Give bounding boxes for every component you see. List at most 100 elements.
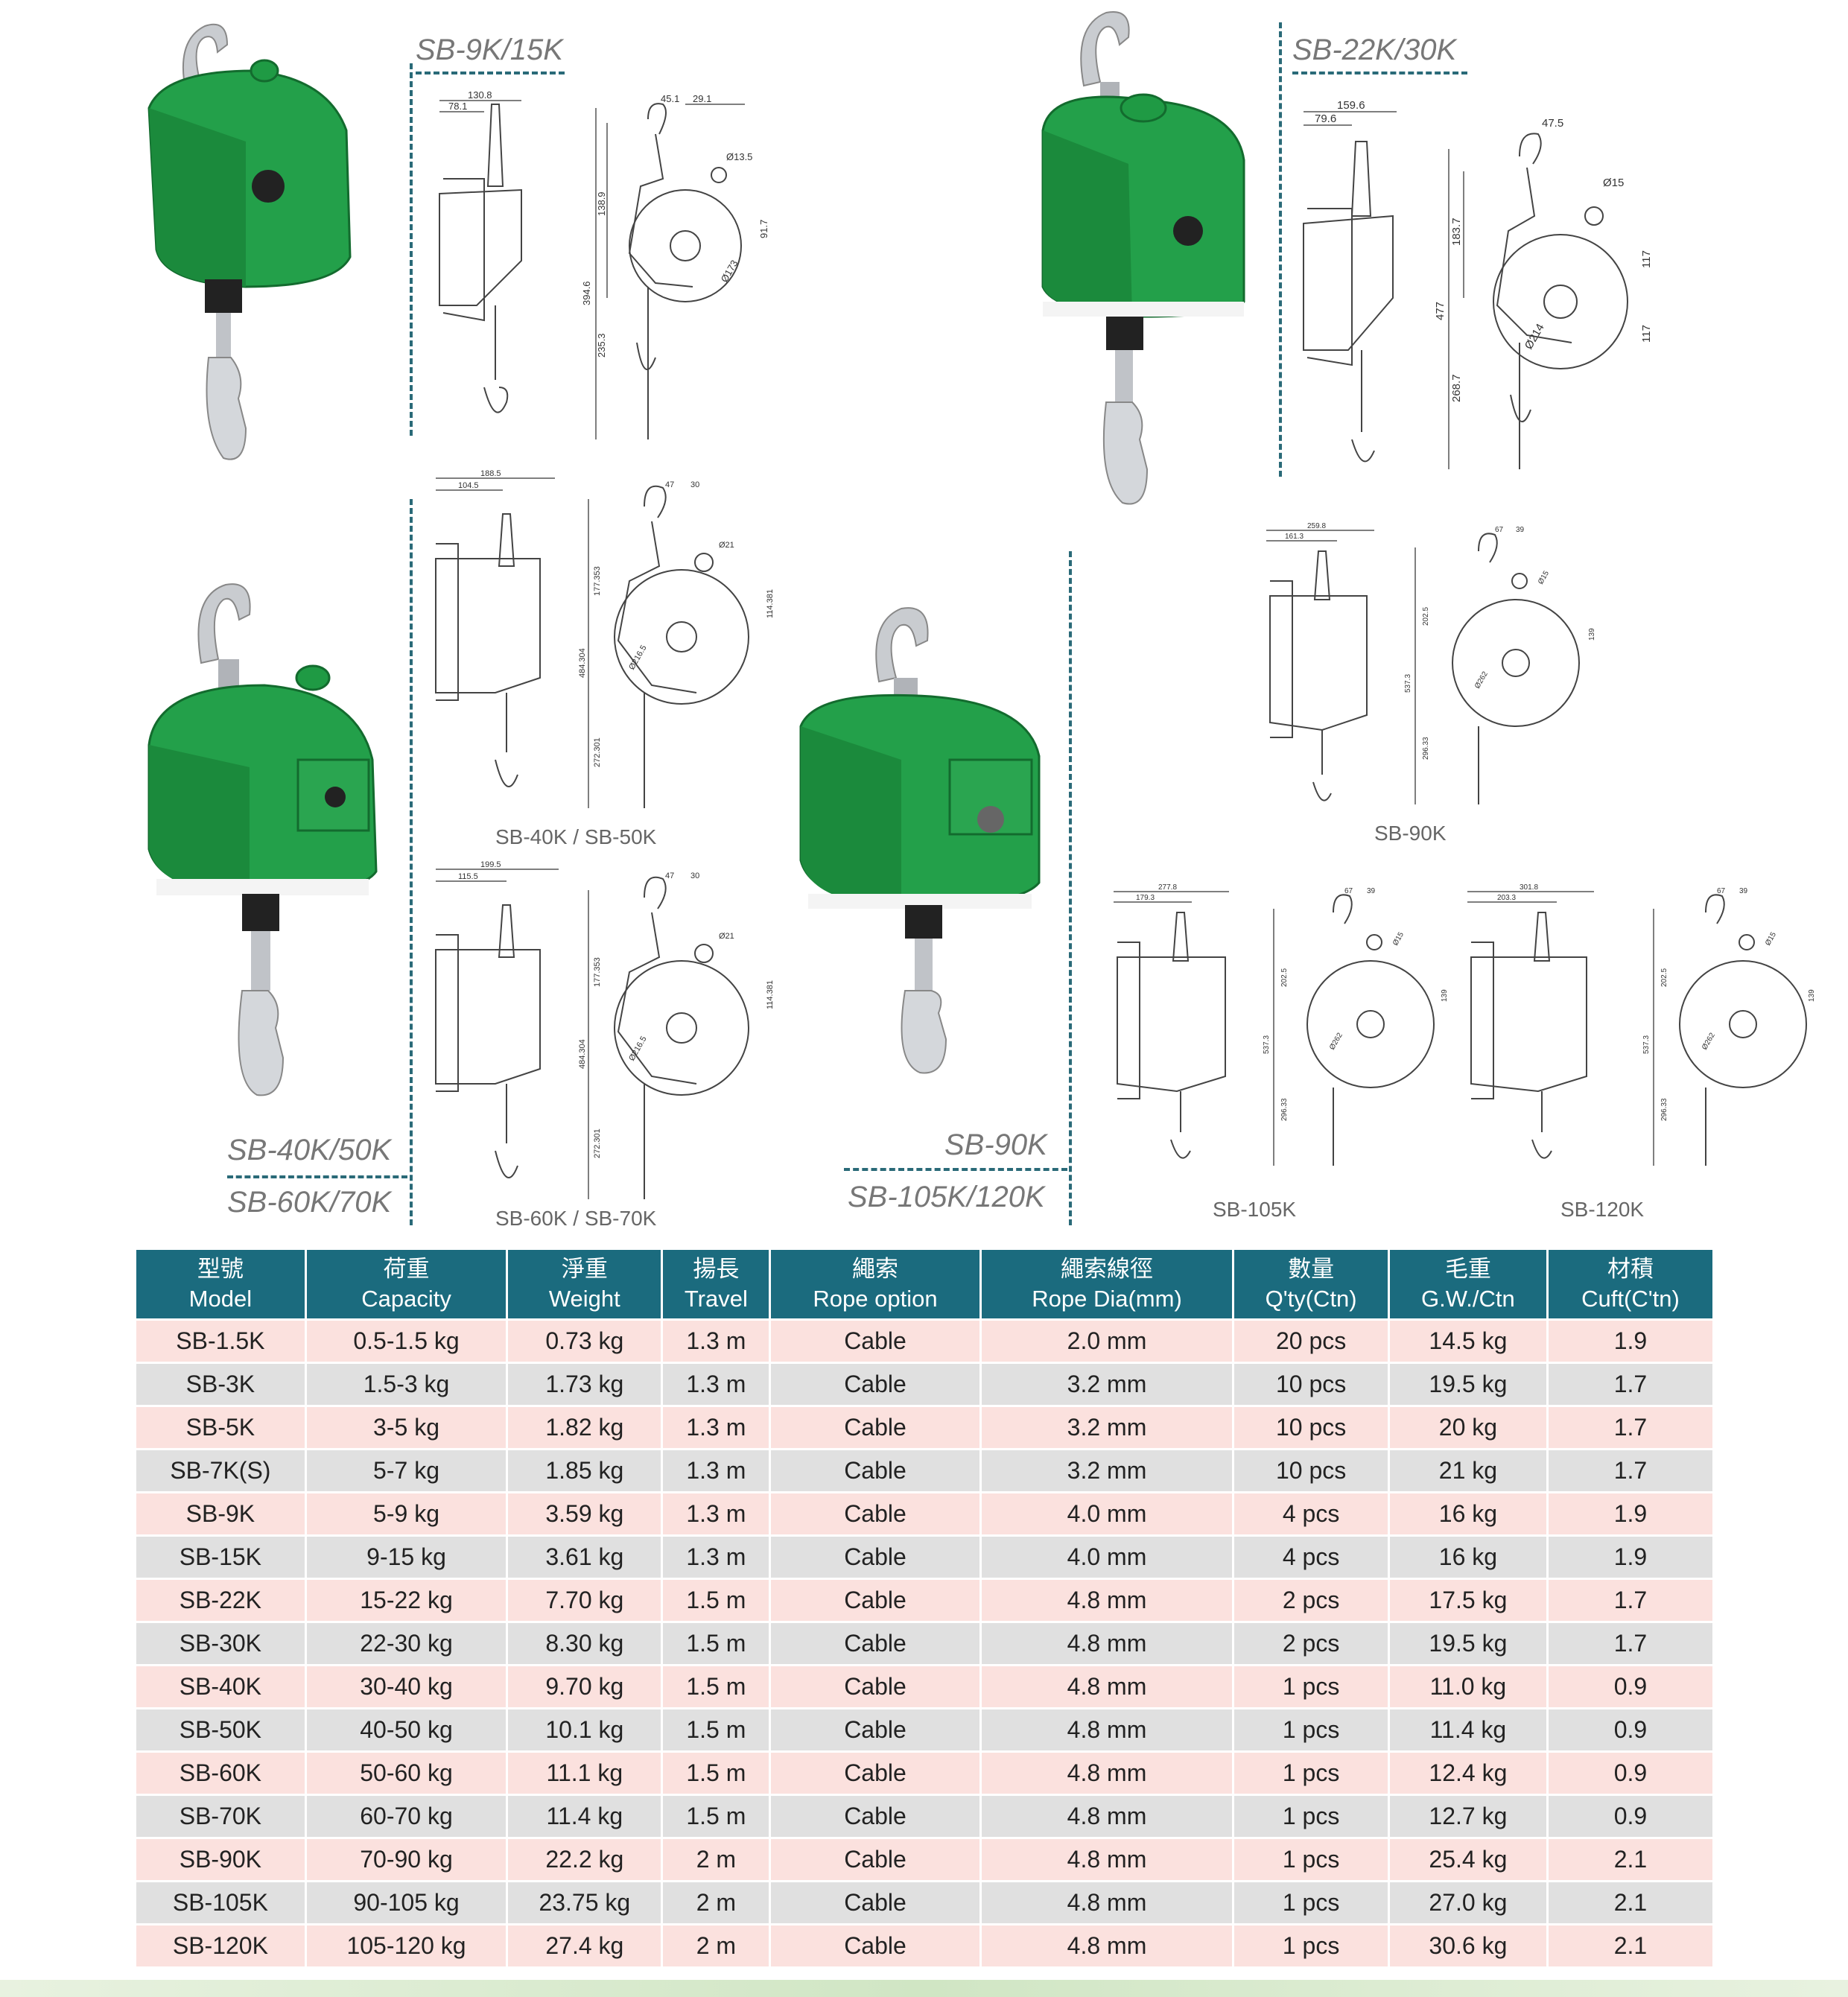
- cell-model: SB-50K: [136, 1709, 305, 1750]
- dim-sb40k-total: 484.304: [578, 648, 587, 678]
- dim-sb22k-body-dia: Ø214: [1522, 322, 1547, 352]
- cell-model: SB-120K: [136, 1925, 305, 1966]
- dim-sb9k-width: 130.8: [468, 89, 492, 101]
- dim-sb90k-total: 537.3: [1404, 674, 1412, 693]
- cell-rope-option: Cable: [771, 1537, 979, 1578]
- cell-capacity: 90-105 kg: [306, 1882, 507, 1923]
- cell-travel: 1.3 m: [663, 1493, 769, 1534]
- cell-gross-weight: 21 kg: [1389, 1450, 1546, 1491]
- cell-travel: 2 m: [663, 1882, 769, 1923]
- dim-sb40k-eye-offset: 30: [690, 480, 699, 489]
- cell-gross-weight: 19.5 kg: [1389, 1623, 1546, 1664]
- cell-gross-weight: 17.5 kg: [1389, 1580, 1546, 1621]
- cell-capacity: 5-9 kg: [306, 1493, 507, 1534]
- cell-cuft: 1.9: [1548, 1321, 1712, 1362]
- cell-gross-weight: 20 kg: [1389, 1407, 1546, 1448]
- dim-sb90k-eye-offset: 39: [1516, 526, 1525, 534]
- cell-model: SB-30K: [136, 1623, 305, 1664]
- drawing-sb22k-30k: 159.6 79.6 47.5 Ø15 183.7 117 477 Ø214 1…: [1303, 99, 1653, 469]
- cell-weight: 1.85 kg: [508, 1450, 661, 1491]
- dim-sb120k-half: 139: [1808, 989, 1816, 1002]
- cell-travel: 1.5 m: [663, 1623, 769, 1664]
- dim-sb120k-total: 537.3: [1642, 1035, 1651, 1054]
- dim-sb40k-width: 188.5: [480, 469, 501, 478]
- divider-sb90-105: [844, 1168, 1067, 1171]
- cell-qty: 1 pcs: [1234, 1882, 1388, 1923]
- cell-rope-option: Cable: [771, 1666, 979, 1707]
- dim-sb90k-depth: 161.3: [1285, 533, 1304, 541]
- cell-rope-option: Cable: [771, 1839, 979, 1880]
- cell-rope-option: Cable: [771, 1796, 979, 1837]
- dim-sb120k-eye-offset: 39: [1739, 887, 1748, 895]
- cell-rope-dia: 4.8 mm: [981, 1753, 1233, 1794]
- cell-gross-weight: 12.7 kg: [1389, 1796, 1546, 1837]
- dim-sb105k-eye-dia: Ø15: [1391, 930, 1406, 947]
- cell-gross-weight: 14.5 kg: [1389, 1321, 1546, 1362]
- cell-capacity: 70-90 kg: [306, 1839, 507, 1880]
- cell-qty: 1 pcs: [1234, 1709, 1388, 1750]
- cell-gross-weight: 16 kg: [1389, 1537, 1546, 1578]
- cell-rope-dia: 4.0 mm: [981, 1493, 1233, 1534]
- dim-sb105k-width: 277.8: [1158, 883, 1177, 892]
- cell-rope-option: Cable: [771, 1407, 979, 1448]
- dim-sb120k-eye-dia: Ø15: [1764, 930, 1778, 947]
- cell-capacity: 15-22 kg: [306, 1580, 507, 1621]
- product-photo-sb9k: [147, 23, 352, 460]
- cell-cuft: 0.9: [1548, 1796, 1712, 1837]
- cell-capacity: 60-70 kg: [306, 1796, 507, 1837]
- cell-qty: 2 pcs: [1234, 1623, 1388, 1664]
- cell-travel: 1.5 m: [663, 1666, 769, 1707]
- cell-gross-weight: 25.4 kg: [1389, 1839, 1546, 1880]
- cell-model: SB-70K: [136, 1796, 305, 1837]
- dim-sb90k-half: 139: [1588, 628, 1596, 641]
- dim-sb60k-eye-dia: Ø21: [719, 932, 734, 941]
- dim-sb105k-eye-offset: 39: [1367, 887, 1376, 895]
- title-sb22k-30k: SB-22K/30K: [1292, 34, 1467, 74]
- cell-capacity: 0.5-1.5 kg: [306, 1321, 507, 1362]
- cell-travel: 1.3 m: [663, 1537, 769, 1578]
- dim-sb40k-upper: 177.353: [593, 566, 602, 596]
- cell-capacity: 50-60 kg: [306, 1753, 507, 1794]
- cell-capacity: 1.5-3 kg: [306, 1364, 507, 1405]
- cell-qty: 1 pcs: [1234, 1666, 1388, 1707]
- cell-weight: 1.82 kg: [508, 1407, 661, 1448]
- cell-gross-weight: 30.6 kg: [1389, 1925, 1546, 1966]
- cell-gross-weight: 16 kg: [1389, 1493, 1546, 1534]
- divider-top-left: [410, 63, 413, 436]
- dim-sb9k-body-dia: Ø173: [719, 258, 740, 284]
- cell-rope-dia: 4.8 mm: [981, 1839, 1233, 1880]
- title-sb90k: SB-90K: [944, 1128, 1047, 1161]
- caption-sb120k: SB-120K: [1560, 1198, 1645, 1221]
- cell-model: SB-1.5K: [136, 1321, 305, 1362]
- cell-qty: 20 pcs: [1234, 1321, 1388, 1362]
- cell-model: SB-22K: [136, 1580, 305, 1621]
- dim-sb120k-upper: 202.5: [1660, 968, 1668, 987]
- cell-cuft: 1.7: [1548, 1407, 1712, 1448]
- cell-cuft: 1.7: [1548, 1623, 1712, 1664]
- cell-cuft: 1.7: [1548, 1450, 1712, 1491]
- dim-sb22k-upper: 183.7: [1450, 218, 1463, 246]
- cell-model: SB-90K: [136, 1839, 305, 1880]
- dim-sb90k-lower: 296.33: [1422, 737, 1430, 760]
- dim-sb90k-eye-dia: Ø15: [1537, 569, 1551, 585]
- dim-sb120k-lower: 296.33: [1660, 1098, 1668, 1121]
- cell-weight: 7.70 kg: [508, 1580, 661, 1621]
- cell-qty: 1 pcs: [1234, 1925, 1388, 1966]
- cell-qty: 4 pcs: [1234, 1537, 1388, 1578]
- product-photo-sb40k: [147, 583, 378, 1096]
- cell-capacity: 22-30 kg: [306, 1623, 507, 1664]
- cell-capacity: 105-120 kg: [306, 1925, 507, 1966]
- cell-qty: 10 pcs: [1234, 1450, 1388, 1491]
- cell-rope-option: Cable: [771, 1623, 979, 1664]
- cell-model: SB-9K: [136, 1493, 305, 1534]
- cell-rope-option: Cable: [771, 1580, 979, 1621]
- dim-sb9k-upper: 138.9: [596, 191, 607, 216]
